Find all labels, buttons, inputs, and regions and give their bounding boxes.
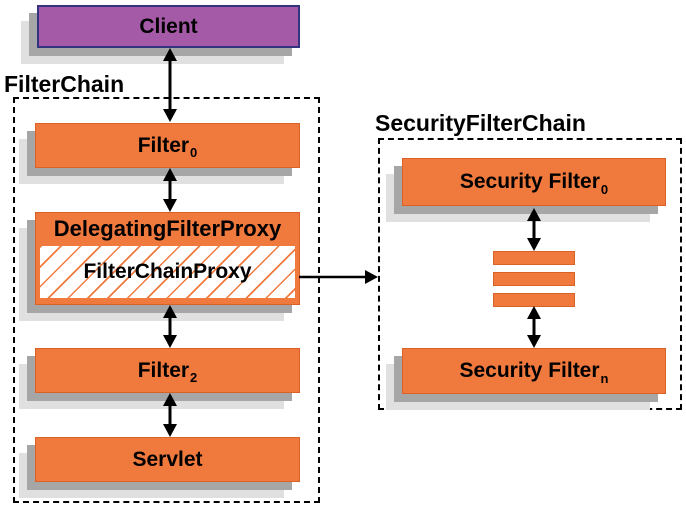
filterchain-container [13, 97, 320, 503]
filter0-label: Filter [137, 133, 190, 157]
securityfiltern-subscript: n [600, 370, 609, 386]
filter0-subscript: 0 [190, 145, 198, 160]
securityfilterchain-container [378, 138, 682, 410]
ellipsis-bar [493, 293, 575, 307]
securityfilter0-label: Security Filter [459, 170, 600, 193]
double-arrow-delegatingfilterproxy-filter2-icon [163, 305, 177, 348]
delegatingfilterproxy-label: DelegatingFilterProxy [53, 216, 282, 241]
arrow-filterchainproxy-securityfilterchain-icon [299, 270, 378, 284]
servlet-box: Servlet [35, 437, 300, 482]
filterchainproxy-label: FilterChainProxy [83, 260, 252, 283]
filterchainproxy-box: FilterChainProxy [40, 246, 295, 298]
double-arrow-client-filter0-icon [163, 48, 177, 122]
double-arrow-ellipsis-securityfiltern-icon [527, 306, 541, 348]
double-arrow-filter0-delegatingfilterproxy-icon [163, 168, 177, 212]
servlet-label: Servlet [132, 447, 203, 471]
delegatingfilterproxy-box: DelegatingFilterProxy FilterChainProxy [35, 212, 300, 305]
securityfilter0-subscript: 0 [600, 181, 609, 197]
securityfiltern-label: Security Filter [459, 359, 600, 382]
filter2-label: Filter [137, 358, 190, 382]
double-arrow-securityfilter0-ellipsis-icon [527, 208, 541, 251]
client-label: Client [139, 14, 198, 38]
ellipsis-bar [493, 251, 575, 265]
filterchain-title: FilterChain [4, 71, 125, 97]
securityfilterchain-title: SecurityFilterChain [375, 110, 586, 136]
double-arrow-filter2-servlet-icon [163, 393, 177, 437]
client-box: Client [37, 5, 300, 48]
filter2-subscript: 2 [190, 370, 198, 385]
ellipsis-bar [493, 272, 575, 286]
